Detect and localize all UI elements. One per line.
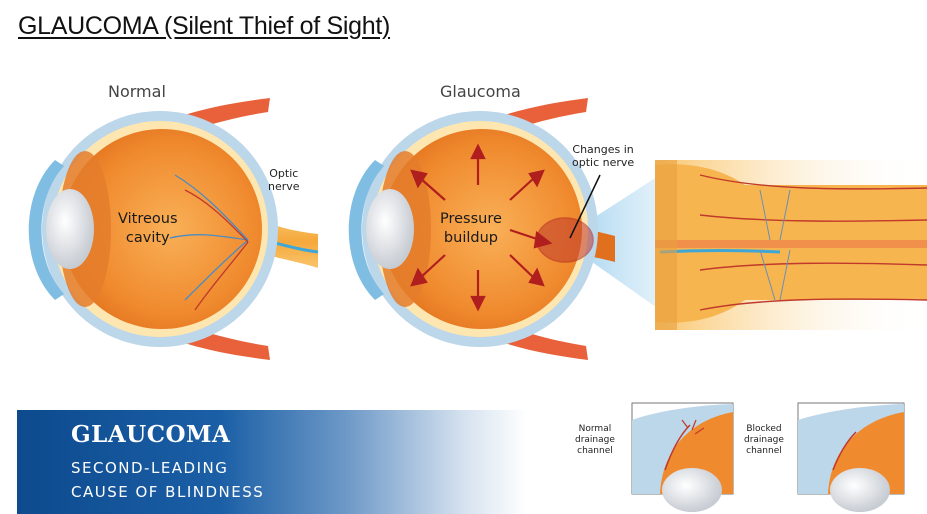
banner-line2: CAUSE OF BLINDNESS <box>71 483 265 501</box>
lens <box>46 189 94 269</box>
normal-drainage-line2: drainage <box>575 435 615 445</box>
pressure-arrows <box>410 143 553 312</box>
vitreous-label-line2: cavity <box>125 230 170 246</box>
normal-eye-heading: Normal <box>108 82 166 101</box>
blocked-drainage-label: Blocked drainage channel <box>744 424 784 457</box>
glaucoma-eye <box>348 98 660 360</box>
changes-label-line1: Changes in <box>572 143 634 156</box>
vitreous-body <box>62 129 262 329</box>
optic-nerve-label: Optic nerve <box>268 167 300 193</box>
vitreous-cavity-label: Vitreous cavity <box>118 210 178 248</box>
optic-label-line2: nerve <box>268 180 300 193</box>
normal-drainage-label: Normal drainage channel <box>575 424 615 457</box>
vitreous-label-line1: Vitreous <box>118 211 178 227</box>
cornea <box>348 160 384 300</box>
page-title: GLAUCOMA (Silent Thief of Sight) <box>18 12 391 40</box>
changes-label-line2: optic nerve <box>572 156 635 169</box>
pressure-label-line1: Pressure <box>440 211 502 227</box>
lens <box>366 189 414 269</box>
blocked-drainage-line3: channel <box>746 446 782 456</box>
banner-title: GLAUCOMA <box>71 421 231 448</box>
changes-optic-nerve-label: Changes in optic nerve <box>572 143 634 169</box>
cornea <box>28 160 64 300</box>
banner-line1: SECOND-LEADING <box>71 459 229 477</box>
glaucoma-eye-heading: Glaucoma <box>440 82 521 101</box>
normal-drainage-line1: Normal <box>578 424 612 434</box>
pressure-label-line2: buildup <box>443 230 498 246</box>
magnification-beam <box>575 175 660 310</box>
blocked-drainage-panel <box>797 402 905 512</box>
normal-drainage-panel <box>631 402 734 512</box>
blocked-drainage-line2: drainage <box>744 435 784 445</box>
optic-label-line1: Optic <box>269 167 299 180</box>
magnified-optic-nerve <box>655 160 927 330</box>
pressure-buildup-label: Pressure buildup <box>440 210 502 248</box>
info-banner <box>17 410 527 514</box>
blocked-drainage-line1: Blocked <box>746 424 782 434</box>
normal-drainage-line3: channel <box>577 446 613 456</box>
normal-eye <box>28 98 319 360</box>
